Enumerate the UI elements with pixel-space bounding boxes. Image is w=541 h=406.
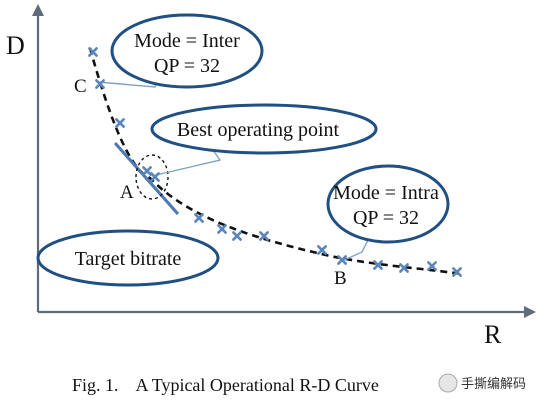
y-axis-label: D	[6, 31, 25, 60]
tangent-line	[113, 141, 180, 216]
watermark-text: 手撕编解码	[461, 377, 526, 392]
operating-points	[88, 47, 462, 277]
best-point-highlight	[135, 154, 169, 200]
callout-target-text: Target bitrate	[75, 248, 182, 270]
figure-caption: Fig. 1. A Typical Operational R-D Curve	[72, 375, 379, 395]
operating-point-marker	[427, 261, 437, 271]
callout-inter-line2: QP = 32	[154, 55, 220, 77]
point-b-label: B	[334, 268, 347, 289]
callout-intra: Mode = Intra QP = 32	[326, 164, 450, 244]
callout-inter-bubble	[110, 13, 264, 89]
operating-point-marker	[337, 255, 347, 265]
callout-inter: Mode = Inter QP = 32	[110, 13, 264, 89]
operating-point-marker	[150, 172, 160, 182]
operating-point-marker	[115, 118, 125, 128]
x-axis-label: R	[484, 320, 502, 349]
wechat-icon	[438, 373, 458, 393]
operating-point-marker	[317, 245, 327, 255]
callout-best: Best operating point	[150, 103, 378, 155]
operating-point-marker	[399, 263, 409, 273]
y-axis-arrow-icon	[32, 4, 44, 16]
operating-point-marker	[142, 166, 152, 176]
intra-leader-line	[339, 239, 369, 263]
rd-curve	[88, 47, 463, 276]
point-c-label: C	[74, 76, 87, 97]
operating-point-marker	[194, 213, 204, 223]
callout-target: Target bitrate	[36, 229, 220, 287]
callout-target-bubble	[36, 229, 220, 287]
operating-point-marker	[373, 260, 383, 270]
operating-point-marker	[95, 79, 105, 89]
operating-point-marker	[259, 231, 269, 241]
callout-intra-line2: QP = 32	[353, 207, 419, 229]
point-a-label: A	[120, 182, 134, 203]
callout-intra-line1: Mode = Intra	[333, 182, 439, 204]
callout-best-bubble	[150, 103, 378, 155]
operating-point-marker	[232, 231, 242, 241]
operating-point-marker	[88, 47, 98, 57]
callout-best-text: Best operating point	[177, 119, 340, 141]
operating-point-marker	[452, 267, 462, 277]
callout-intra-bubble	[326, 164, 450, 244]
x-axis-arrow-icon	[524, 306, 536, 318]
callout-inter-line1: Mode = Inter	[134, 30, 240, 52]
watermark: 手撕编解码	[438, 373, 526, 393]
operating-point-marker	[217, 224, 227, 234]
